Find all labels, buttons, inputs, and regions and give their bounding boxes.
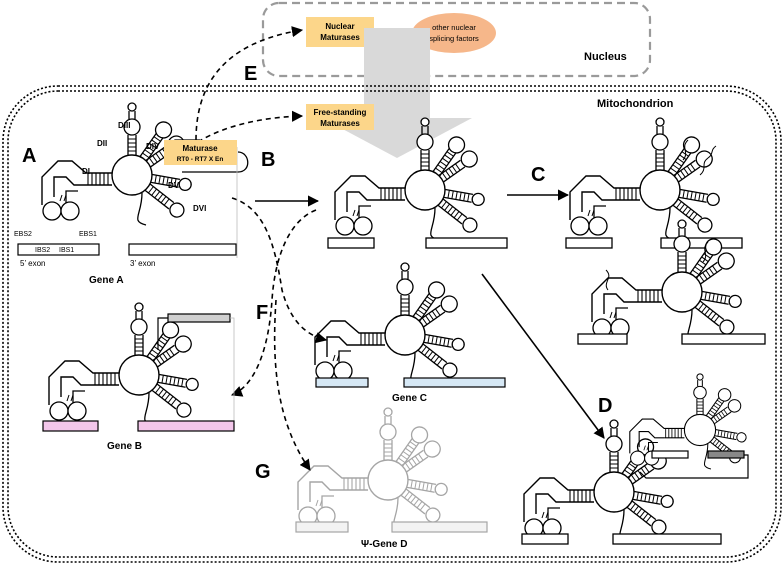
panel-label-e: E	[244, 63, 257, 85]
free-standing-maturases-box	[306, 104, 374, 130]
panel-label-a: A	[22, 145, 36, 167]
ebs1-label: EBS1	[79, 231, 97, 238]
maturase-box	[164, 140, 237, 165]
domain-label-dii: DII	[97, 139, 107, 148]
arrow-e-to-free-standing	[197, 110, 304, 143]
panel-label-c: C	[531, 164, 545, 186]
panel-c-intron	[565, 117, 743, 249]
mitochondrion-compartment-inner	[7, 90, 777, 558]
gene-c-label: Gene C	[392, 393, 427, 404]
gene-b-intron	[42, 302, 235, 432]
domain-label-di: DI	[82, 167, 90, 176]
pseudogene-d-label: Ψ-Gene D	[361, 539, 407, 550]
gene-b-label: Gene B	[107, 441, 142, 452]
domain-label-dv: DV	[168, 181, 180, 190]
nucleus-label: Nucleus	[584, 51, 627, 63]
panel-b-intron	[327, 117, 508, 249]
gene-a-5-exon	[17, 243, 100, 256]
ebs2-label: EBS2	[14, 231, 32, 238]
panel-label-f: F	[256, 302, 268, 324]
other-splicing-factors-ellipse	[412, 13, 496, 53]
maturase-domains: RT0 - RT7 X En	[177, 156, 224, 163]
gene-a-3-exon	[128, 243, 237, 256]
nuclear-maturases-label-2: Maturases	[320, 33, 360, 42]
domain-label-dvi: DVI	[193, 204, 206, 213]
domain-label-div: DIV	[146, 142, 160, 151]
mitochondrion-compartment-outer	[2, 85, 782, 563]
panel-label-g: G	[255, 461, 271, 483]
arrow-to-pseudogene	[273, 299, 311, 471]
ibs2-label: IBS2	[35, 247, 50, 254]
arrow-e-to-nuclear	[195, 26, 304, 141]
gene-a-label: Gene A	[89, 275, 124, 286]
exon-5-label: 5’ exon	[20, 259, 46, 268]
nuclear-maturases-box	[306, 17, 374, 47]
other-splicing-factors-label-2: splicing factors	[429, 34, 479, 43]
exon-3-label: 3’ exon	[130, 259, 156, 268]
free-standing-maturases-label-2: Maturases	[320, 119, 360, 128]
gene-b-top-insert	[167, 313, 231, 323]
gene-c-intron	[314, 262, 506, 388]
gene-b-3-exon	[137, 420, 235, 432]
other-splicing-factors-label-1: other nuclear	[432, 23, 476, 32]
free-standing-maturases-label-1: Free-standing	[314, 108, 367, 117]
gene-b-5-exon	[42, 420, 99, 432]
ibs1-label: IBS1	[59, 247, 74, 254]
arrow-b-to-d	[481, 273, 605, 439]
pseudogene-d-intron	[295, 407, 488, 533]
panel-d-nested-intron	[521, 373, 749, 545]
nuclear-maturases-label-1: Nuclear	[325, 22, 354, 31]
domain-label-diii: DIII	[118, 121, 130, 130]
panel-label-b: B	[261, 149, 275, 171]
mitochondrion-label: Mitochondrion	[597, 98, 674, 110]
maturase-title: Maturase	[182, 144, 218, 153]
gene-c-5-exon	[315, 377, 369, 388]
panel-label-d: D	[598, 395, 612, 417]
panel-c-second-intron	[577, 219, 766, 345]
arrow-a-to-gene-c	[231, 197, 328, 344]
gene-c-3-exon	[403, 377, 506, 388]
arrow-b-to-gene-b	[230, 209, 317, 397]
